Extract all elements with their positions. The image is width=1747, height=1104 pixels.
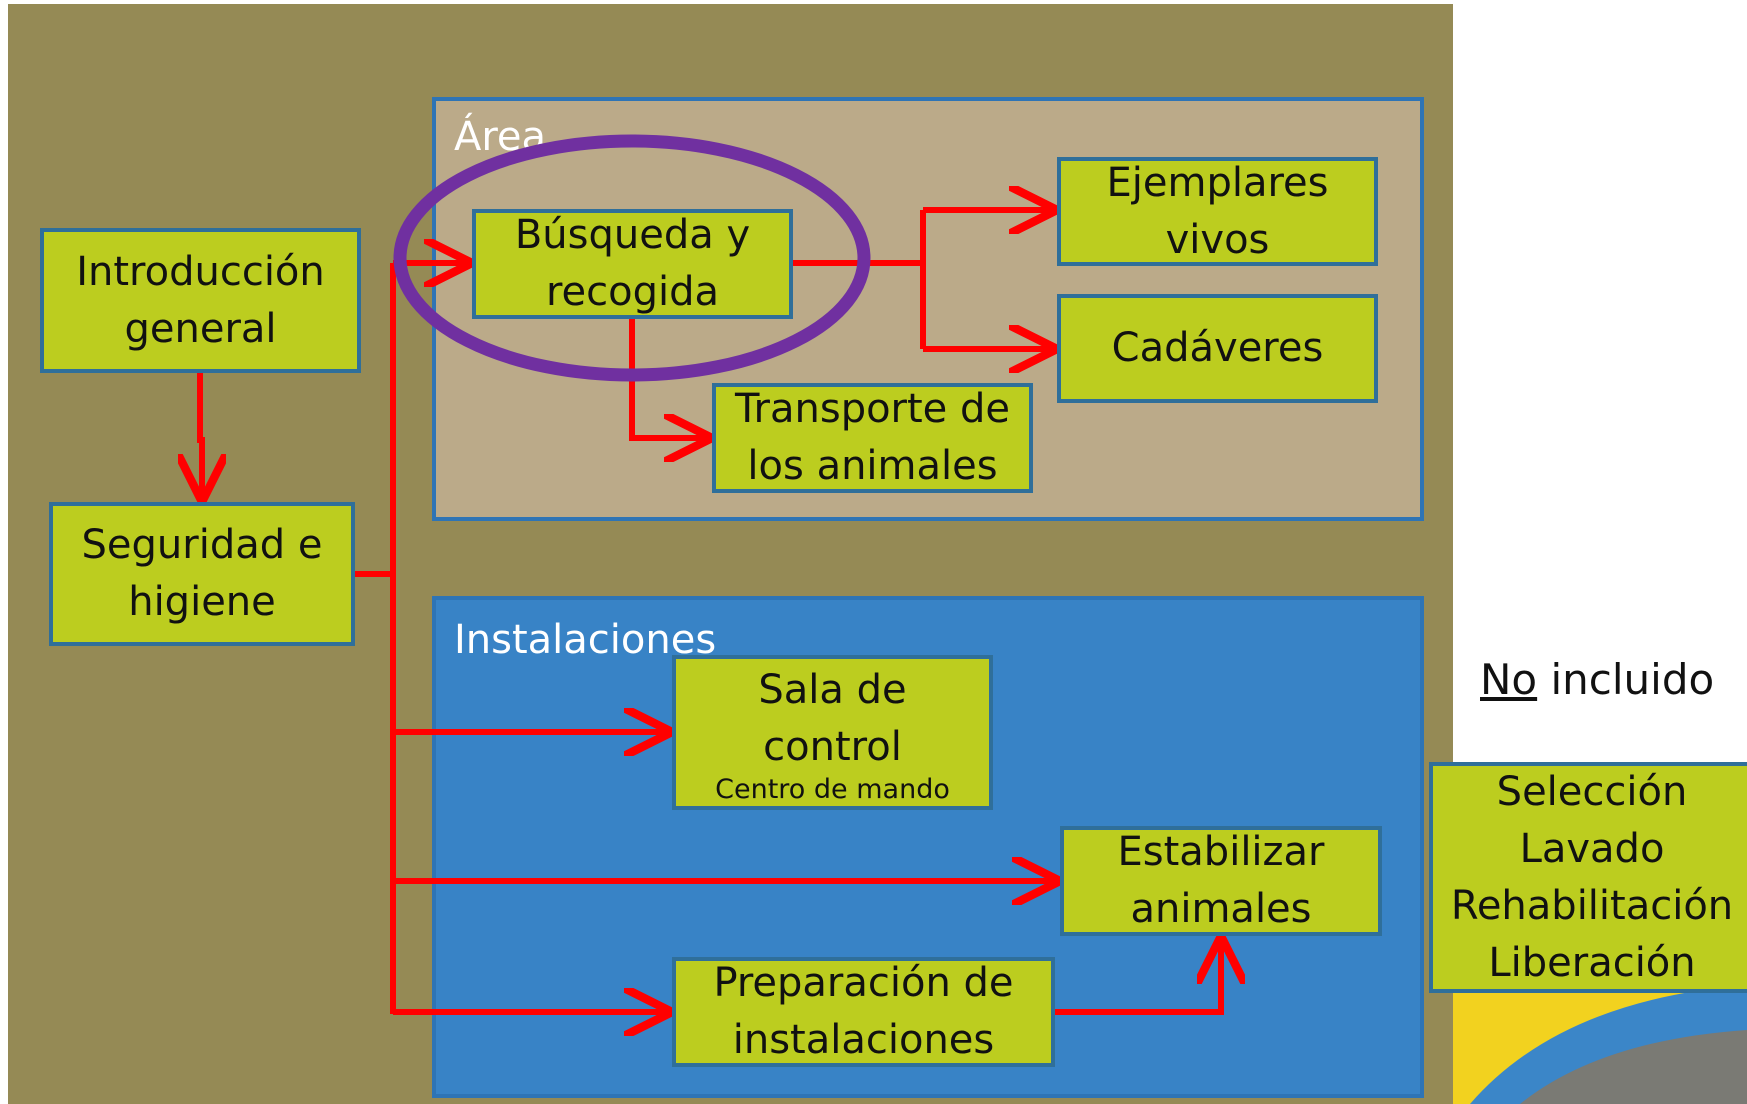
node-seguridad-line-1: Seguridad e <box>81 522 323 568</box>
node-cadaveres: Cadáveres <box>1057 294 1378 403</box>
instalaciones-panel-title: Instalaciones <box>454 617 717 663</box>
node-cadaveres-line-1: Cadáveres <box>1111 325 1324 371</box>
node-sala-line-1: Sala de <box>758 666 907 713</box>
node-sala-line-2: control <box>763 723 902 770</box>
node-estabilizar-line-2: animales <box>1130 886 1312 932</box>
node-ejemplares-line-2: vivos <box>1165 216 1270 263</box>
node-busqueda-line-1: Búsqueda y <box>514 212 751 258</box>
node-introduccion-line-2: general <box>124 305 277 352</box>
node-introduccion-general: Introducción general <box>40 228 361 373</box>
node-estabilizar-animales: Estabilizar animales <box>1060 826 1382 936</box>
node-preparacion-instalaciones: Preparación de instalaciones <box>672 957 1055 1067</box>
area-panel-title: Área <box>454 114 547 160</box>
excluded-line-1: Selección <box>1496 768 1688 815</box>
excluded-line-3: Rehabilitación <box>1450 882 1734 929</box>
excluded-line-2: Lavado <box>1519 825 1665 872</box>
node-ejemplares-vivos: Ejemplares vivos <box>1057 157 1378 266</box>
node-excluded-activities: Selección Lavado Rehabilitación Liberaci… <box>1429 762 1747 993</box>
node-transporte-line-1: Transporte de <box>734 386 1011 432</box>
node-introduccion-line-1: Introducción <box>76 248 325 295</box>
node-seguridad-higiene: Seguridad e higiene <box>49 502 355 646</box>
node-preparacion-line-1: Preparación de <box>713 960 1014 1006</box>
node-seguridad-line-2: higiene <box>128 579 276 625</box>
node-estabilizar-line-1: Estabilizar <box>1117 829 1325 875</box>
node-preparacion-line-2: instalaciones <box>732 1017 995 1063</box>
node-busqueda-line-2: recogida <box>545 269 720 315</box>
node-transporte-line-2: los animales <box>747 443 998 489</box>
node-busqueda-recogida: Búsqueda y recogida <box>472 209 793 319</box>
node-sala-control: Sala de control Centro de mando <box>672 655 993 810</box>
side-note-no-incluido: No incluido <box>1480 655 1714 704</box>
node-sala-subtitle: Centro de mando <box>715 773 950 805</box>
side-note-rest: incluido <box>1537 655 1715 704</box>
node-ejemplares-line-1: Ejemplares <box>1106 159 1329 206</box>
side-note-underlined: No <box>1480 655 1538 704</box>
node-transporte-animales: Transporte de los animales <box>712 383 1033 493</box>
excluded-line-4: Liberación <box>1488 939 1696 986</box>
